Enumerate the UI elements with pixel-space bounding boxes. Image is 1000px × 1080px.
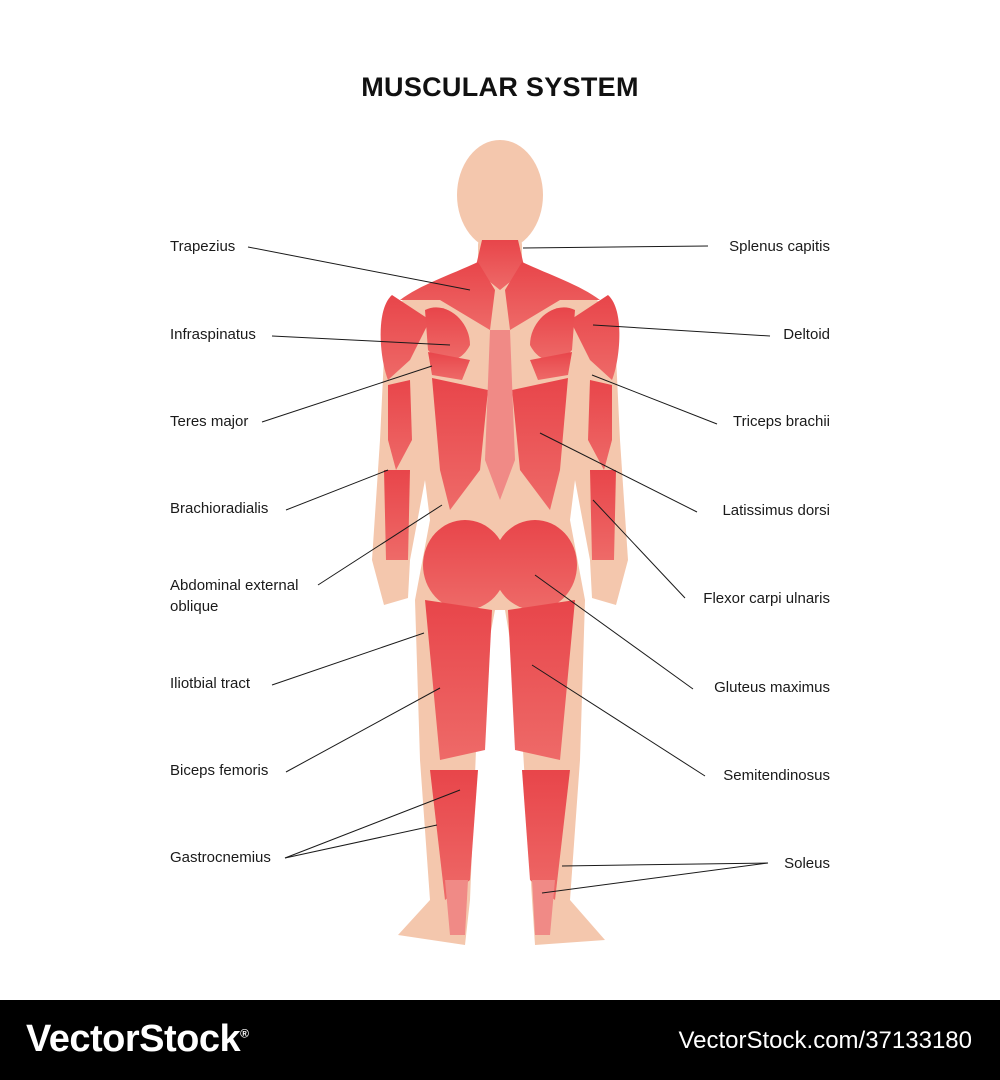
- label-splenius-capitis: Splenus capitis: [729, 238, 830, 255]
- brand-name: VectorStock: [26, 1018, 241, 1060]
- label-semitendinosus: Semitendinosus: [723, 767, 830, 784]
- diagram-title: MUSCULAR SYSTEM: [361, 72, 639, 102]
- label-abdominal-external-line2: oblique: [170, 598, 219, 615]
- label-gluteus-maximus: Gluteus maximus: [714, 679, 830, 696]
- label-biceps-femoris: Biceps femoris: [170, 762, 269, 779]
- label-abdominal-external-line1: Abdominal external: [170, 577, 299, 594]
- brand-registered-mark: ®: [240, 1026, 249, 1041]
- label-trapezius: Trapezius: [170, 238, 236, 255]
- label-deltoid: Deltoid: [783, 326, 830, 343]
- label-triceps-brachii: Triceps brachii: [733, 413, 830, 430]
- label-brachioradialis: Brachioradialis: [170, 500, 269, 517]
- label-teres-major: Teres major: [170, 413, 249, 430]
- label-infraspinatus: Infraspinatus: [170, 326, 256, 343]
- label-latissimus-dorsi: Latissimus dorsi: [722, 502, 830, 519]
- label-soleus: Soleus: [784, 855, 830, 872]
- label-abdominal-external-oblique: Abdominal external oblique: [170, 575, 298, 617]
- leader-lines: [247, 245, 771, 894]
- stock-id: VectorStock.com/37133180: [678, 1027, 972, 1054]
- label-iliotibial-tract: Iliotbial tract: [170, 675, 251, 692]
- muscles: [380, 240, 620, 935]
- muscle-figure: [247, 140, 771, 945]
- label-gastrocnemius: Gastrocnemius: [170, 849, 271, 866]
- label-flexor-carpi-ulnaris: Flexor carpi ulnaris: [703, 590, 830, 607]
- brand-logo: VectorStock®: [26, 1018, 249, 1061]
- footer-bar: VectorStock® VectorStock.com/37133180: [0, 1000, 1000, 1080]
